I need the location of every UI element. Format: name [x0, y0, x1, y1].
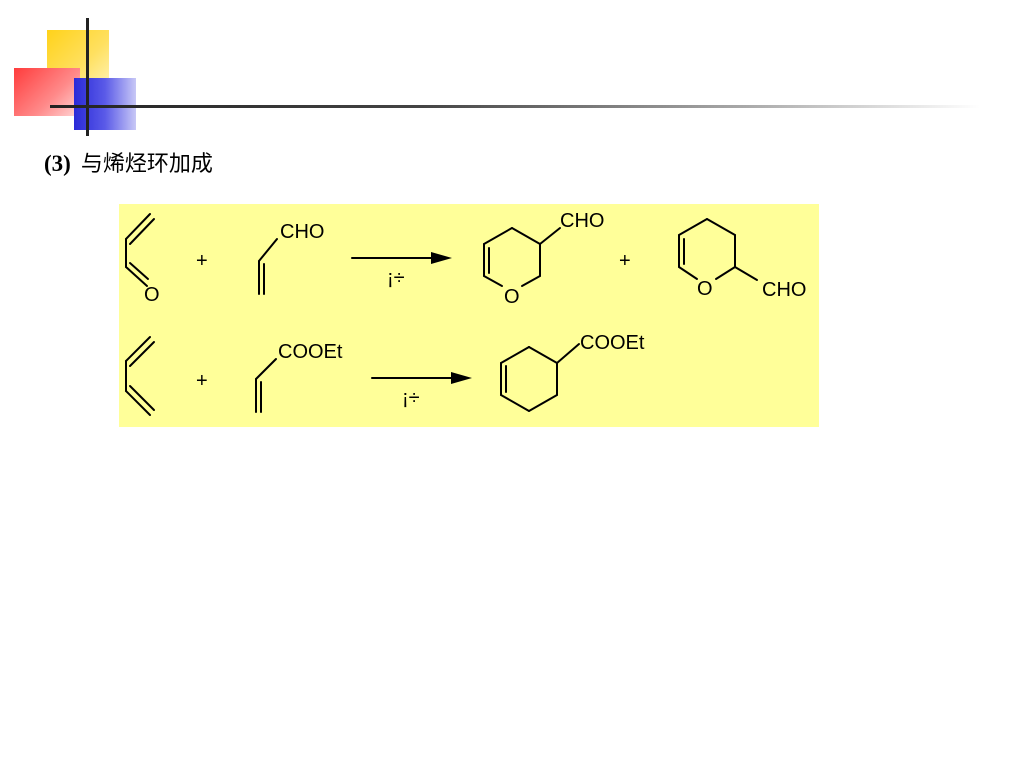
ester-bond	[556, 343, 580, 364]
heat-label-2: ¡÷	[402, 387, 420, 409]
dienophile-acrolein	[258, 238, 278, 295]
reaction-arrow-2	[371, 372, 472, 384]
decor-red-square	[14, 68, 80, 116]
reaction-panel: O + CHO ¡÷ CHO O + O CHO + COOEt ¡÷ COOE…	[119, 204, 819, 427]
plus-sign-1: +	[196, 250, 208, 272]
plus-sign-3: +	[196, 370, 208, 392]
dienophile-cooet-label: COOEt	[278, 341, 343, 363]
decor-blue-square	[74, 78, 136, 130]
section-heading: (3) 与烯烃环加成	[44, 146, 213, 178]
reaction-scheme: O + CHO ¡÷ CHO O + O CHO + COOEt ¡÷ COOE…	[125, 210, 806, 416]
product-cyclohexene-ester	[500, 346, 558, 412]
decor-horizontal-rule	[50, 105, 980, 108]
product1-oxygen-label: O	[504, 286, 520, 308]
section-title: 与烯烃环加成	[80, 152, 213, 177]
diene-acrolein	[125, 213, 155, 287]
product-dihydropyran-2-cho	[678, 218, 758, 281]
diene-butadiene	[125, 336, 155, 416]
plus-sign-2: +	[619, 250, 631, 272]
dienophile-cho-label: CHO	[280, 221, 324, 243]
product2-cho-label: CHO	[762, 279, 806, 301]
diene-oxygen-label: O	[144, 284, 160, 306]
section-number: (3)	[44, 151, 71, 176]
product-dihydropyran-3-cho	[483, 227, 561, 287]
product-cooet-label: COOEt	[580, 332, 645, 354]
dienophile-ethyl-acrylate	[255, 358, 277, 413]
product1-cho-label: CHO	[560, 210, 604, 232]
product2-oxygen-label: O	[697, 278, 713, 300]
reaction-arrow-1	[351, 252, 452, 264]
heat-label-1: ¡÷	[387, 267, 405, 289]
decor-vertical-line	[86, 18, 89, 136]
